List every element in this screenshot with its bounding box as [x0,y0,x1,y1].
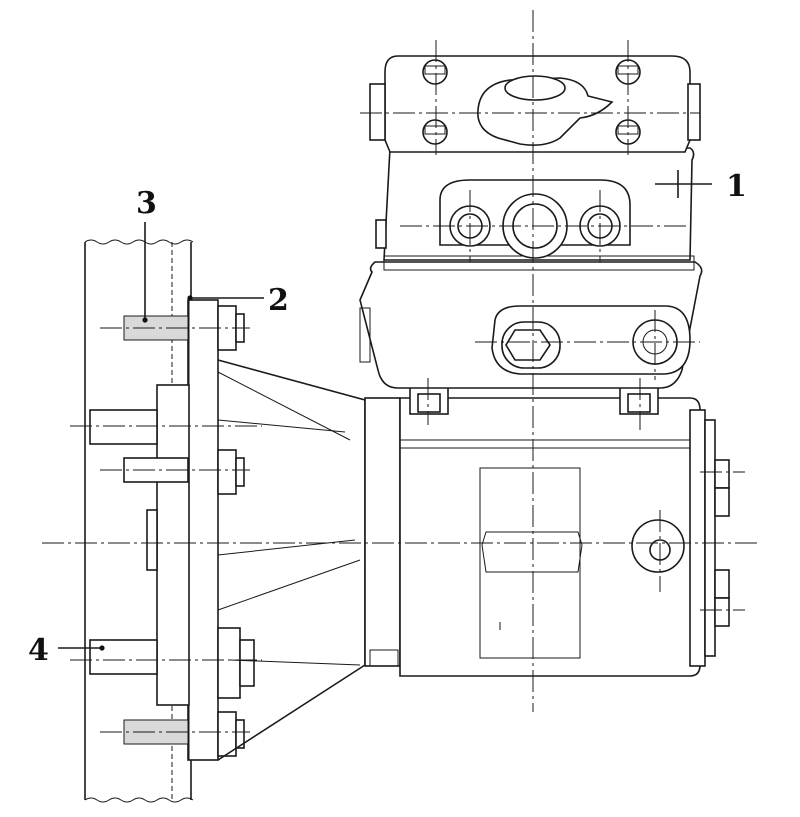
callout-2-label: 2 [268,283,289,318]
cylinder-head [375,147,695,271]
callout-3-label: 3 [136,186,157,221]
base-bolts [409,383,659,415]
crankcase-body [399,397,730,677]
callout-4-label: 4 [28,633,49,668]
cylinder-block [359,261,703,389]
flange-studs [89,305,255,757]
adapter-housing [217,359,401,761]
center-lines [42,10,760,733]
callout-1-label: 1 [726,169,747,204]
leader-lines [58,170,712,651]
head-cover [369,55,701,153]
flange-plate [156,299,219,761]
